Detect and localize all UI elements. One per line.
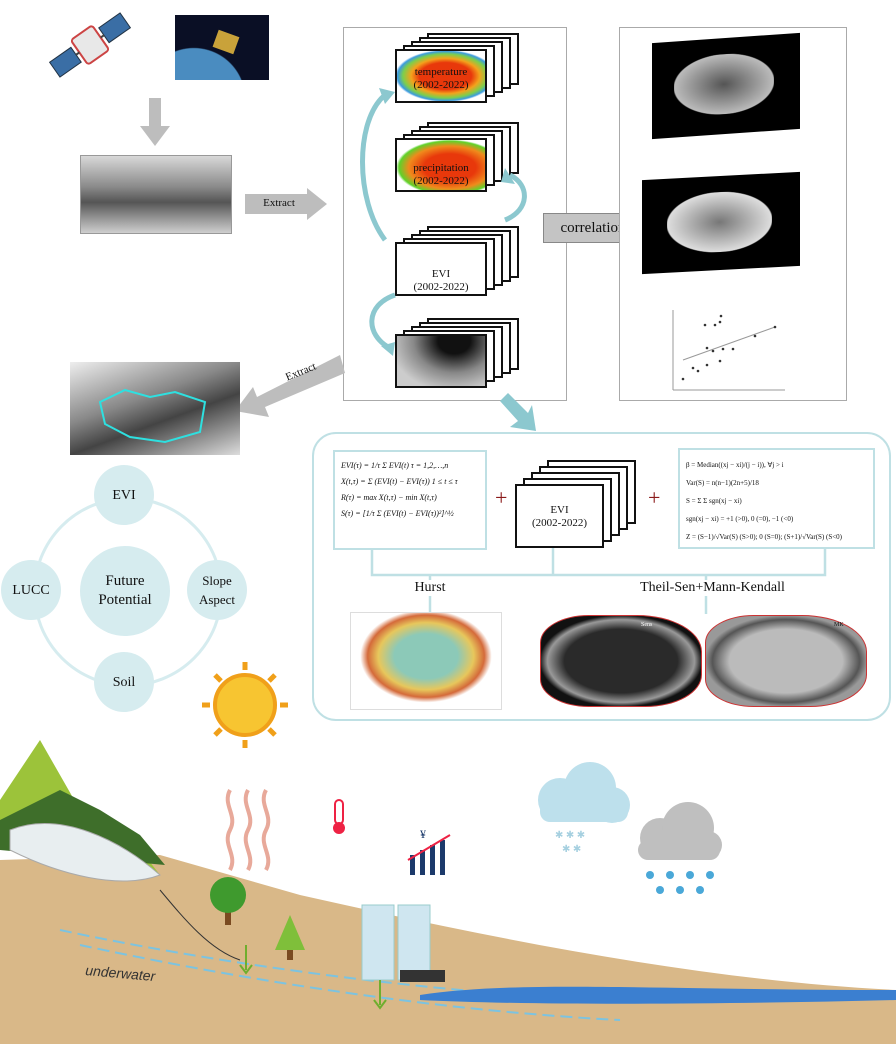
- factory-icon: [400, 970, 445, 982]
- correlation-map-2: [642, 171, 800, 275]
- buildings-icon: [361, 904, 431, 981]
- mk-formula: Var(S) = n(n−1)(2n+5)/18: [686, 479, 759, 487]
- infiltration-arrows: [239, 945, 387, 1010]
- hydrology-landscape: ¥ ✱ ✱ ✱ ✱ ✱ underwater: [0, 662, 896, 1044]
- plus-sign: +: [495, 485, 508, 510]
- plus-sign: +: [648, 485, 661, 510]
- precipitation-years: (2002-2022): [413, 175, 469, 187]
- study-area-map: [70, 362, 240, 455]
- cycle-arrows: [360, 88, 527, 356]
- evi-factor-node: EVI: [94, 465, 154, 525]
- slope-aspect-factor-node: Slope Aspect: [187, 560, 247, 620]
- evi-method-years: (2002-2022): [532, 517, 587, 529]
- hurst-formula: EVI(τ) = 1/τ Σ EVI(t) τ = 1,2,…,n: [341, 461, 449, 470]
- hurst-label: Hurst: [400, 580, 460, 596]
- sens-map-label: Sens: [641, 622, 653, 628]
- soil-factor-node: Soil: [94, 652, 154, 712]
- mk-formula: β = Median((xj − xi)/(j − i)), ∀j > i: [686, 461, 784, 469]
- trend-label: Theil-Sen+Mann-Kendall: [630, 580, 795, 596]
- hurst-map: [350, 612, 502, 710]
- down-arrow-cyan-icon: [500, 393, 536, 431]
- evi-method-label: EVI(2002-2022): [515, 504, 604, 530]
- rain-cloud-icon: [638, 802, 722, 860]
- economy-chart-icon: [407, 834, 451, 875]
- evi-method-name: EVI: [550, 504, 569, 516]
- evi-name: EVI: [431, 268, 451, 280]
- pine-tree-icon: [275, 915, 305, 960]
- methods-panel: [312, 432, 891, 721]
- temperature-label: temperature(2002-2022): [395, 66, 487, 92]
- precipitation-stack: precipitation(2002-2022): [395, 122, 525, 192]
- currency-symbol: ¥: [420, 827, 426, 841]
- satellite-icon: [48, 12, 132, 78]
- future-potential-node: Future Potential: [80, 546, 170, 636]
- sens-map: Sens: [540, 615, 702, 707]
- mk-formula: S = Σ Σ sgn(xj − xi): [686, 497, 742, 505]
- temperature-stack: temperature(2002-2022): [395, 33, 525, 103]
- sun-icon: [202, 662, 288, 748]
- snow-cloud-icon: [538, 762, 630, 823]
- hurst-formula: R(τ) = max X(t,τ) − min X(t,τ): [341, 493, 437, 502]
- extract-arrow-left: [235, 355, 345, 417]
- satellite-photo: [175, 15, 269, 80]
- temperature-years: (2002-2022): [413, 79, 469, 91]
- dem-map: [80, 155, 232, 234]
- scatter-plot: [672, 310, 785, 391]
- mk-map: MK: [705, 615, 867, 707]
- mk-map-label: MK: [834, 622, 844, 628]
- heat-waves-icon: [225, 789, 271, 871]
- mk-formula: sgn(xj − xi) = +1 (>0), 0 (=0), −1 (<0): [686, 515, 794, 523]
- lucc-factor-node: LUCC: [1, 560, 61, 620]
- precipitation-label: precipitation(2002-2022): [395, 162, 487, 188]
- hurst-formula: S(τ) = [1/τ Σ (EVI(t) − EVI(τ))²]^½: [341, 509, 454, 518]
- evi-stack: EVI(2002-2022): [395, 226, 525, 296]
- mk-formula: Z = (S−1)/√Var(S) (S>0); 0 (S=0); (S+1)/…: [686, 533, 842, 541]
- correlation-result-stack: [395, 318, 525, 390]
- extract-label: Extract: [263, 197, 295, 209]
- evi-method-stack: EVI(2002-2022): [515, 460, 640, 548]
- hurst-formula: X(t,τ) = Σ (EVI(t) − EVI(τ)) 1 ≤ t ≤ τ: [341, 477, 458, 486]
- mk-formula-box: β = Median((xj − xi)/(j − i)), ∀j > i Va…: [678, 448, 875, 549]
- evi-label: EVI(2002-2022): [395, 268, 487, 294]
- precipitation-name: precipitation: [413, 162, 469, 174]
- tree-icon: [210, 877, 246, 925]
- correlation-map-1: [652, 32, 800, 140]
- down-arrow-icon: [140, 98, 170, 146]
- evi-years: (2002-2022): [413, 281, 469, 293]
- svg-text:✱ ✱: ✱ ✱: [562, 844, 581, 855]
- underwater-label: underwater: [85, 962, 158, 984]
- temperature-name: temperature: [414, 66, 468, 78]
- hurst-formula-box: EVI(τ) = 1/τ Σ EVI(t) τ = 1,2,…,n X(t,τ)…: [333, 450, 487, 550]
- thermometer-icon: [333, 799, 345, 834]
- extract-arrow: [245, 188, 327, 220]
- svg-text:✱ ✱ ✱: ✱ ✱ ✱: [555, 830, 585, 841]
